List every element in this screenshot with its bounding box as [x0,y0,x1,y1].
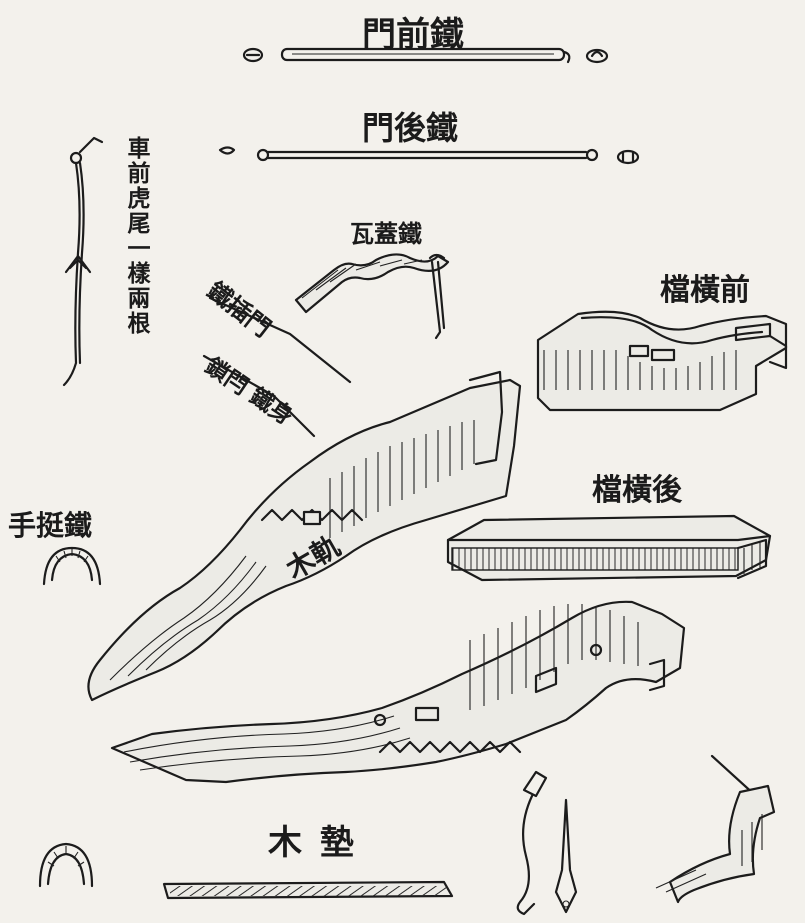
front-door-iron-label: 門前鐵 [362,15,464,55]
hand-grip-iron-drawing [42,546,102,586]
wood-pad-drawing [162,880,454,900]
front-door-iron-drawing [242,47,609,64]
lower-wood-rail-drawing [110,600,686,784]
rear-door-iron-label: 門後鐵 [362,109,459,147]
front-cross-rail-drawing [536,310,788,412]
small-clamp-drawing [38,842,94,888]
tiger-tail-iron-drawing [62,136,104,387]
tile-cover-iron-drawing [294,253,450,340]
hand-grip-iron-label: 手挺鐵 [8,509,93,542]
rear-door-iron-drawing [218,146,640,165]
tiger-tail-label: 車前虎尾一樣兩根 [123,136,150,336]
wood-pad-label: 木墊 [268,823,372,863]
rear-cross-rail-drawing [446,514,772,582]
rear-cross-rail-label: 檔橫後 [592,473,682,508]
tile-cover-iron-label: 瓦蓋鐵 [350,219,422,248]
front-cross-rail-label: 檔橫前 [660,273,750,308]
upper-wood-rail-drawing [87,296,522,702]
bottom-irons-drawing [516,754,776,916]
